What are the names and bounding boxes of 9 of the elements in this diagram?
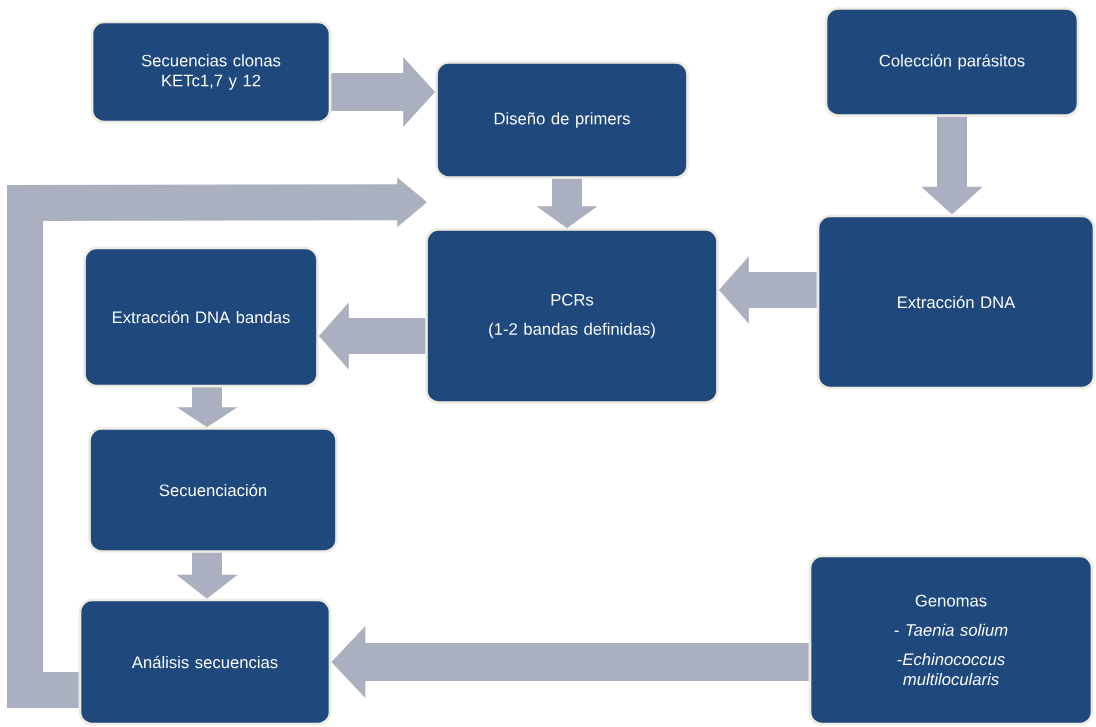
process-box: Diseño de primers xyxy=(435,61,689,179)
process-box: Colección parásitos xyxy=(824,7,1080,117)
process-box: PCRs (1-2 bandas definidas) xyxy=(425,228,719,404)
process-box: Secuencias clonas KETc1,7 y 12 xyxy=(90,20,332,124)
process-box: Análisis secuencias xyxy=(78,598,332,726)
process-box: Secuenciación xyxy=(88,427,338,553)
process-box: Genomas - Taenia solium -Echinococcus multilocularis xyxy=(808,554,1094,726)
process-box: Extracción DNA xyxy=(816,214,1096,390)
process-box: Extracción DNA bandas xyxy=(83,246,319,388)
